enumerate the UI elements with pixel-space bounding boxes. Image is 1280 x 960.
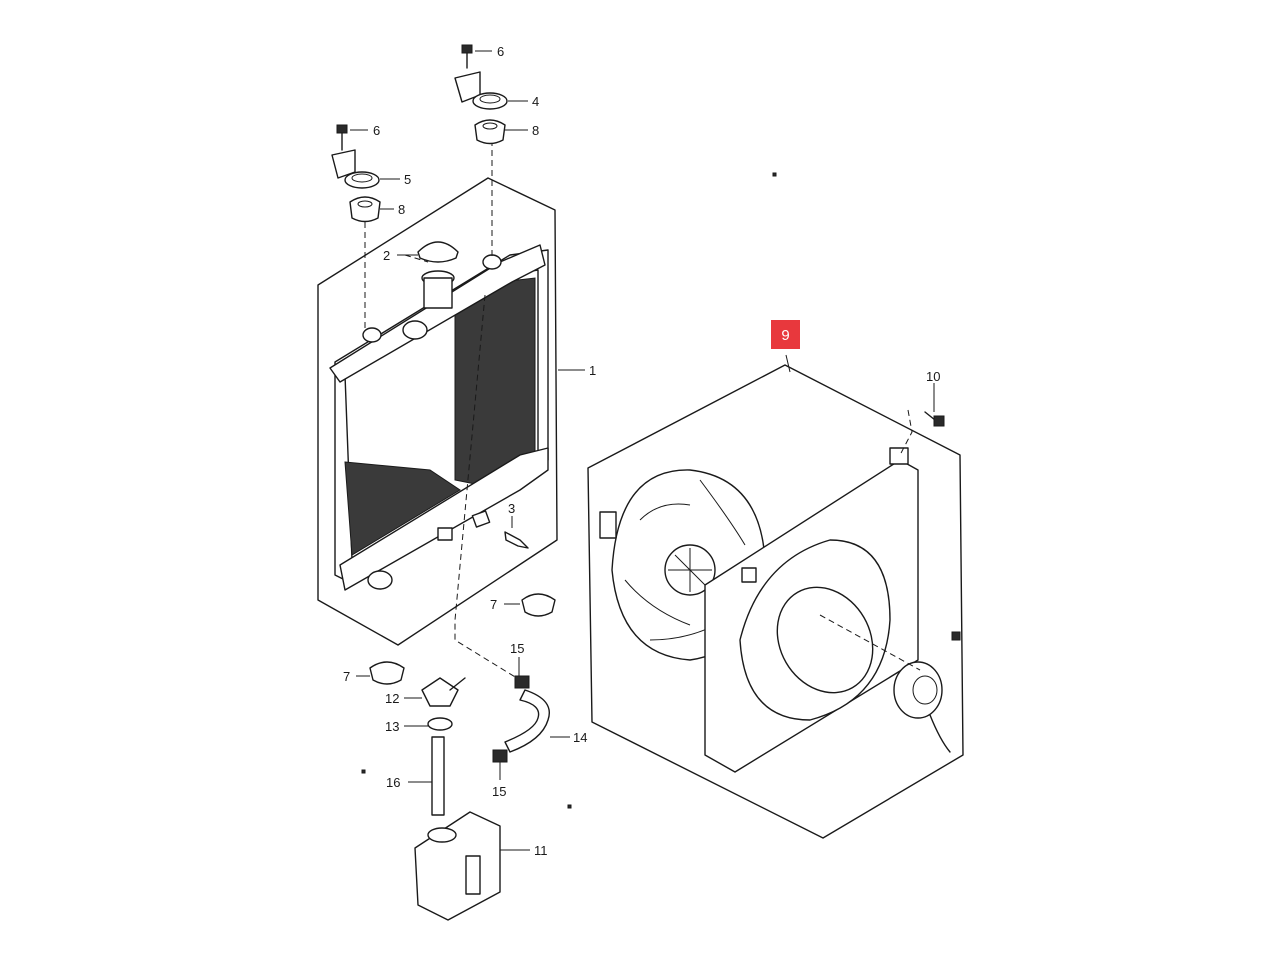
fan-assembly-group	[587, 364, 964, 839]
callout-16: 16	[386, 775, 400, 790]
callout-5: 5	[404, 172, 411, 187]
bolt-6-upper	[461, 44, 473, 69]
callout-4: 4	[532, 94, 539, 109]
callout-8-lower: 8	[398, 202, 405, 217]
leader-lines	[350, 50, 935, 851]
fan-group-outline	[587, 364, 964, 839]
radiator-group	[317, 177, 558, 646]
radiator-core-fins-lower	[344, 461, 461, 556]
hose-14	[504, 689, 550, 753]
washer-13	[427, 717, 453, 731]
callout-8-upper: 8	[532, 123, 539, 138]
highlight-label: 9	[781, 327, 789, 344]
reservoir-cap-12	[421, 677, 466, 707]
bolt-10	[924, 411, 945, 427]
bolt-6-lower	[336, 124, 348, 151]
radiator-inlet-pipe	[402, 320, 428, 340]
callout-7-left: 7	[343, 669, 350, 684]
cushion-8-upper	[474, 119, 506, 145]
callout-15-lower: 15	[492, 784, 506, 799]
radiator-lower-tank	[339, 447, 549, 591]
drain-plug-3	[471, 510, 529, 549]
radiator-cap-2	[417, 241, 459, 263]
callout-12: 12	[385, 691, 399, 706]
callout-6-upper: 6	[497, 44, 504, 59]
reservoir-11	[414, 811, 501, 921]
callout-7-right: 7	[490, 597, 497, 612]
tube-16	[431, 736, 445, 816]
callout-15-upper: 15	[510, 641, 524, 656]
radiator-upper-mount-left	[362, 327, 382, 343]
clamp-15-upper	[514, 675, 530, 689]
fan-motor	[893, 661, 943, 719]
shroud-opening	[776, 586, 874, 694]
shroud-clip-left	[599, 511, 617, 539]
radiator-group-outline	[317, 177, 558, 646]
cushion-8-lower	[349, 196, 381, 223]
grommet-7-left	[369, 661, 405, 685]
callout-13: 13	[385, 719, 399, 734]
shroud-clip-center	[741, 567, 757, 583]
highlight-box[interactable]	[771, 320, 800, 349]
callout-11: 11	[534, 843, 548, 858]
highlight-callout-9[interactable]: 9	[771, 320, 800, 349]
callout-6-lower: 6	[373, 123, 380, 138]
callout-1: 1	[589, 363, 596, 378]
motor-screw	[951, 631, 961, 641]
callout-3: 3	[508, 501, 515, 516]
bracket-5	[331, 149, 380, 189]
radiator-outlet-pipe	[367, 570, 393, 590]
shroud-bracket-top	[889, 447, 909, 465]
filler-neck-body	[423, 277, 453, 309]
callout-14: 14	[573, 730, 587, 745]
callout-10: 10	[926, 369, 940, 384]
radiator-upper-mount-right	[482, 254, 502, 270]
callout-2: 2	[383, 248, 390, 263]
grommet-7-right	[521, 593, 556, 617]
drain-seat	[437, 527, 453, 541]
bracket-4	[454, 71, 508, 110]
clamp-15-lower	[492, 749, 508, 763]
